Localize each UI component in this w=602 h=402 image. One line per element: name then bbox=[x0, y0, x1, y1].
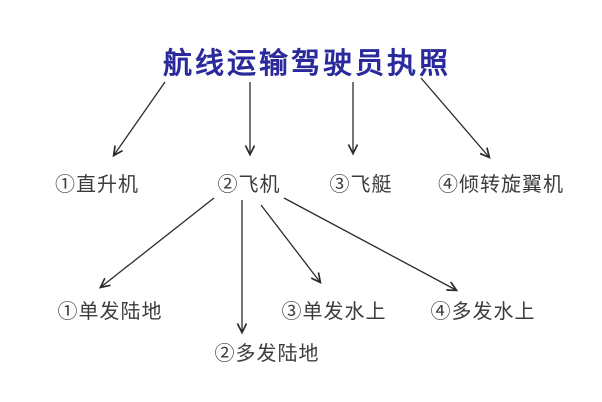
arrow-airplane-to-multi-water bbox=[283, 197, 456, 290]
node-airship: ③飞艇 bbox=[329, 172, 393, 196]
arrow-airplane-to-single-water bbox=[260, 204, 320, 282]
arrow-airplane-to-single-land bbox=[101, 197, 215, 287]
node-multi-engine-water: ④多发水上 bbox=[430, 299, 536, 323]
node-helicopter: ①直升机 bbox=[55, 172, 139, 196]
diagram-title: 航线运输驾驶员执照 bbox=[162, 46, 452, 80]
node-multi-engine-land: ②多发陆地 bbox=[214, 341, 320, 365]
node-airplane: ②飞机 bbox=[217, 172, 281, 196]
node-tiltrotor: ④倾转旋翼机 bbox=[438, 172, 564, 196]
node-single-engine-water: ③单发水上 bbox=[281, 299, 387, 323]
arrow-license-to-helicopter bbox=[114, 81, 166, 155]
node-single-engine-land: ①单发陆地 bbox=[57, 299, 163, 323]
arrow-license-to-tiltrotor bbox=[420, 77, 489, 157]
